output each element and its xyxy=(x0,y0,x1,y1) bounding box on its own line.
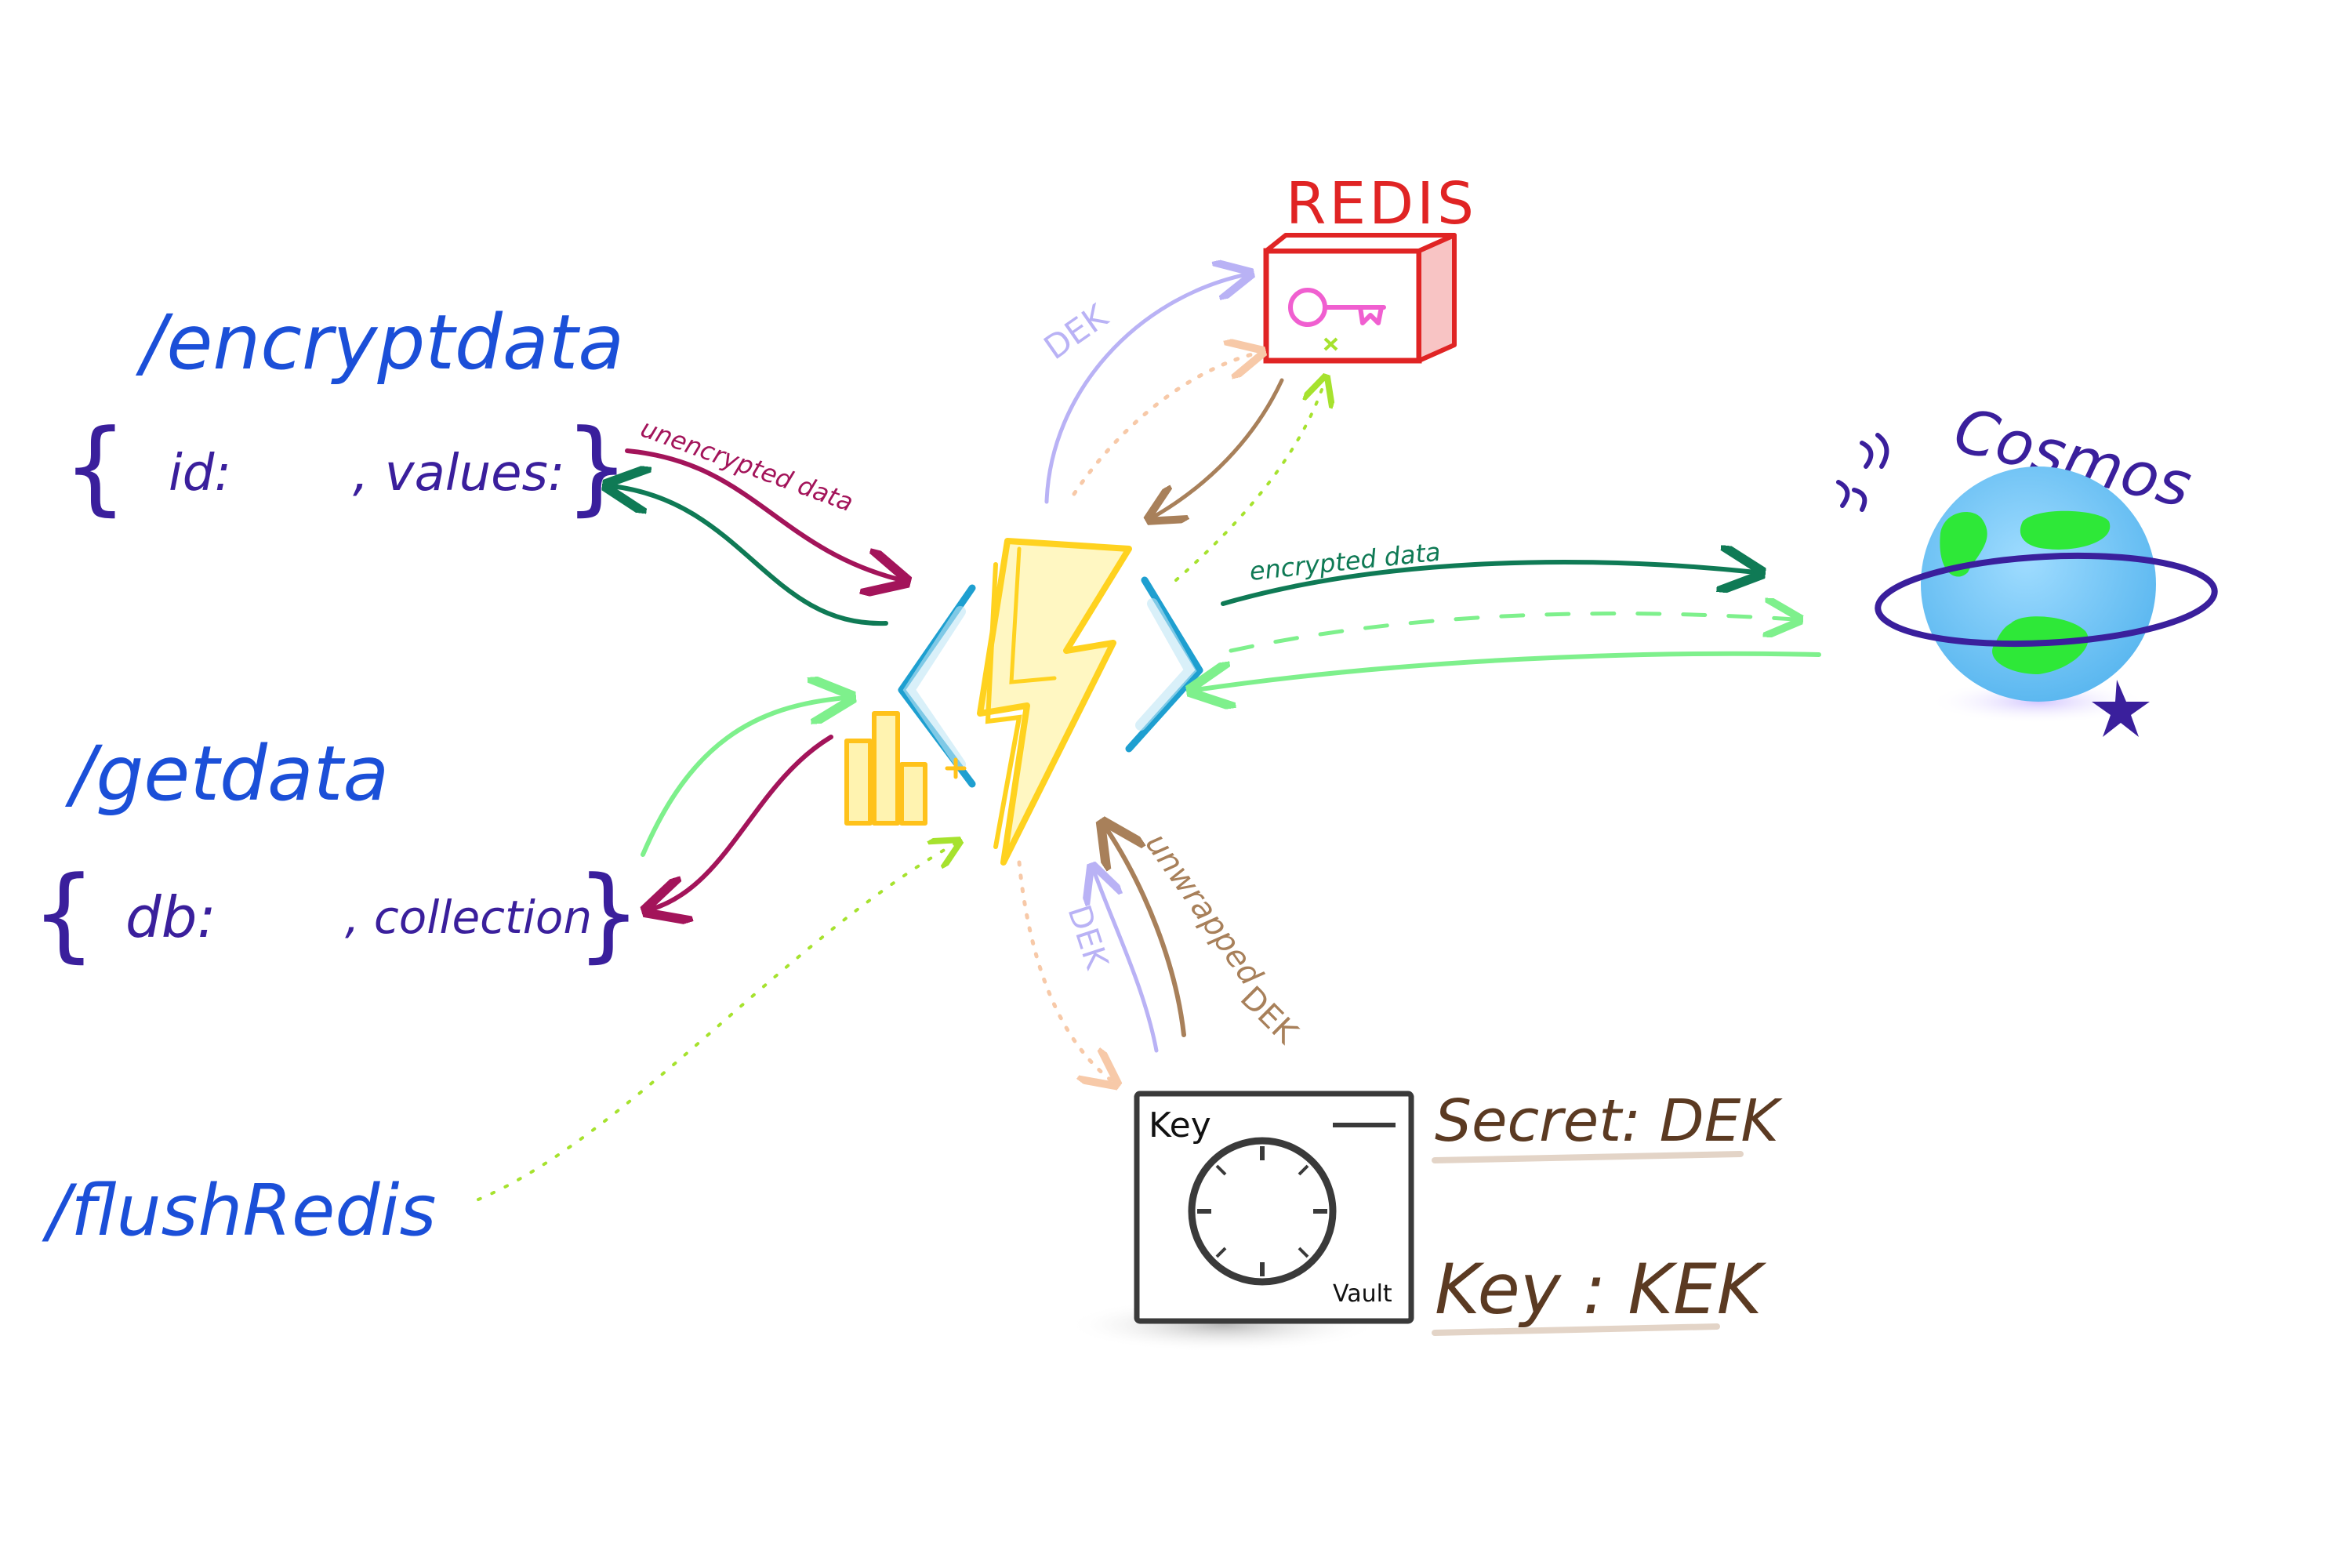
flow-query-to-cosmos xyxy=(1229,614,1795,653)
dek-redis-label: DEK xyxy=(1037,296,1116,368)
flow-redis-lookup xyxy=(1072,353,1258,496)
key-icon xyxy=(1288,288,1386,327)
flow-flush-to-redis xyxy=(1174,380,1325,582)
encrypt-route-label: /encryptdata xyxy=(135,299,624,387)
get-endpoint: /getdata { db: , collection } xyxy=(31,730,641,973)
flow-get-response xyxy=(651,735,833,909)
flow-dek-from-keyvault xyxy=(1094,870,1159,1053)
key-vault-label-top: Key xyxy=(1149,1105,1211,1145)
flush-route-label: /flushRedis xyxy=(42,1170,436,1252)
redis-label: REDIS xyxy=(1286,170,1477,238)
flow-flush-request xyxy=(477,843,956,1201)
encrypt-body-id: id: xyxy=(169,445,231,503)
azure-function-icon xyxy=(898,538,1203,866)
flow-encrypt-request xyxy=(625,448,902,580)
dek-vault-label: DEK xyxy=(1060,901,1115,975)
encrypt-body-open: { xyxy=(63,407,128,526)
get-body-collection: , collection xyxy=(345,891,592,944)
secret-dek-label: Secret: DEK xyxy=(1435,1087,1783,1155)
key-vault: Key Vault xyxy=(1066,1091,1414,1352)
encrypt-body-values: , values: xyxy=(353,445,564,503)
get-route-label: /getdata xyxy=(64,730,389,818)
flow-dek-to-redis xyxy=(1044,274,1247,504)
unwrapped-label-line2: DEK xyxy=(1233,980,1305,1052)
encrypt-endpoint: /encryptdata { id: , values: } xyxy=(63,299,630,526)
key-vault-items: Secret: DEK Key : KEK xyxy=(1432,1087,1783,1336)
encrypt-body-close: } xyxy=(564,407,630,526)
flow-get-request xyxy=(641,698,847,857)
flow-redis-response xyxy=(1152,378,1284,517)
key-vault-label-bottom: Vault xyxy=(1333,1280,1392,1308)
vault-dial-icon xyxy=(1188,1137,1337,1286)
get-body-db: db: xyxy=(125,884,216,950)
get-body-open: { xyxy=(31,854,96,973)
unwrapped-label-line1: unwrapped xyxy=(1138,826,1269,992)
get-body-close: } xyxy=(576,854,641,973)
flow-encrypted-to-cosmos xyxy=(1221,562,1756,606)
redis-cache: REDIS xyxy=(1263,170,1477,364)
cosmos-ring xyxy=(1875,552,2218,648)
flow-to-keyvault xyxy=(1017,860,1113,1082)
flow-encrypt-response xyxy=(612,486,888,626)
key-kek-label: Key : KEK xyxy=(1435,1249,1767,1330)
flow-unwrapped-dek xyxy=(1105,827,1186,1037)
app-insights-icon xyxy=(844,711,967,826)
cosmos-db: Cosmos xyxy=(1836,395,2218,737)
flush-endpoint: /flushRedis xyxy=(42,1170,436,1252)
flow-cosmos-response xyxy=(1196,651,1821,690)
